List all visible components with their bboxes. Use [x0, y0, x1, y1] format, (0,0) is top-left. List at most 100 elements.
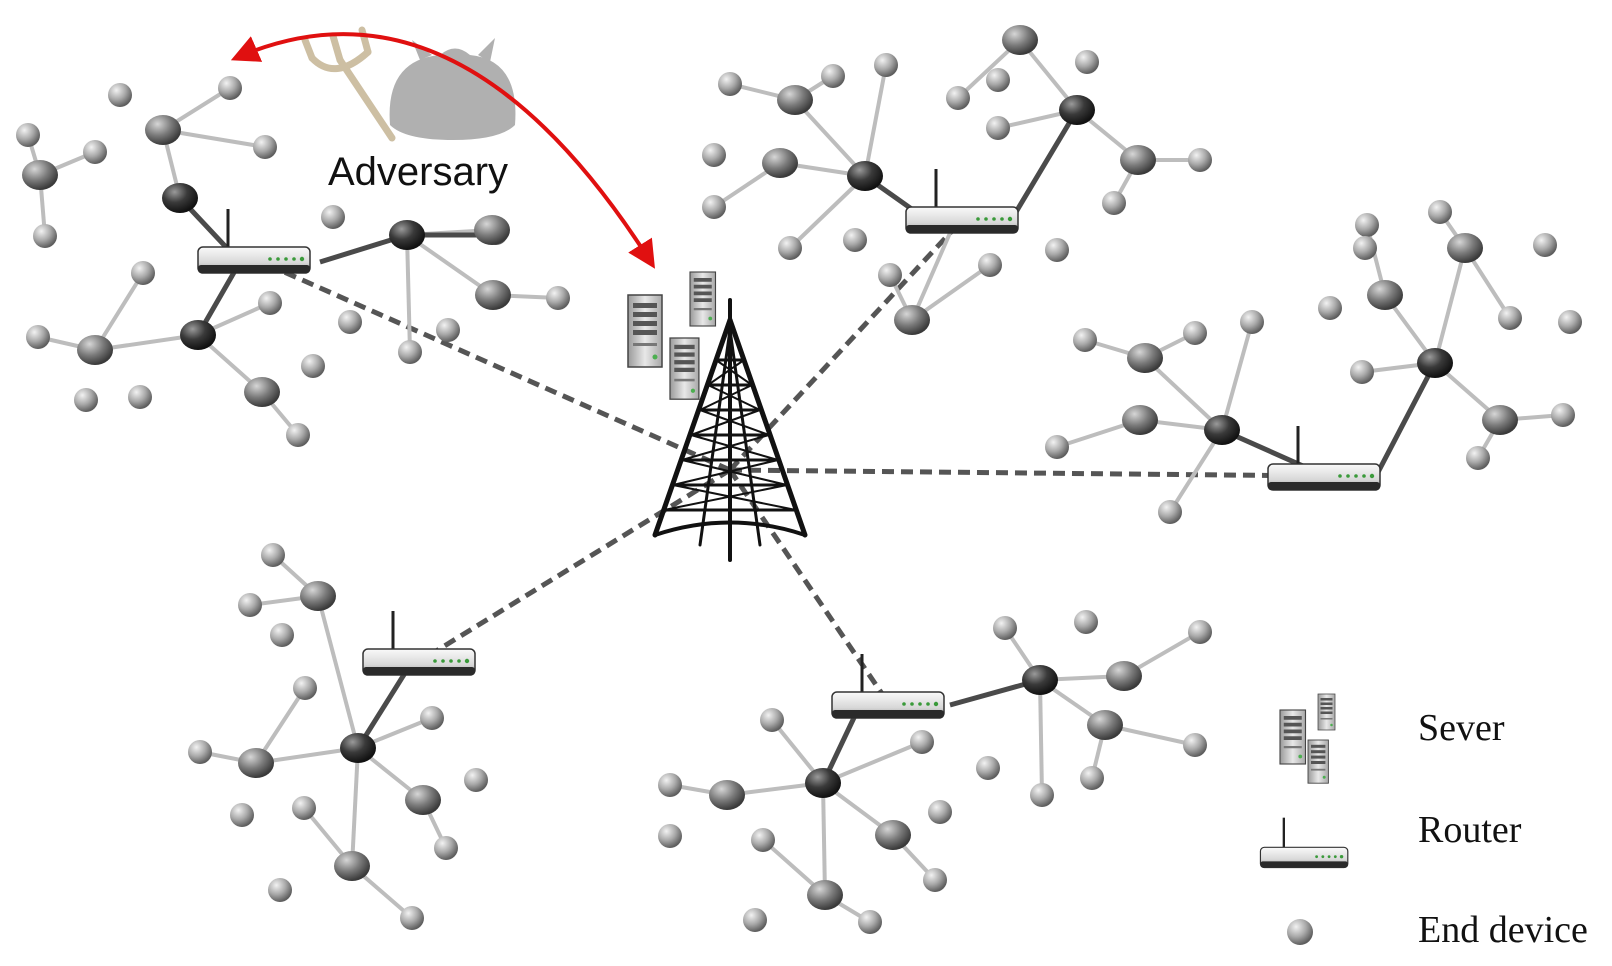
end-device-node [1183, 733, 1207, 757]
end-device-node [843, 228, 867, 252]
end-device-node [261, 543, 285, 567]
end-device-node [188, 740, 212, 764]
end-device-node [26, 325, 50, 349]
end-device-node [702, 195, 726, 219]
end-device-node [83, 140, 107, 164]
hub-device-node [847, 161, 883, 191]
hub-device-node [1482, 405, 1518, 435]
hub-device-node [77, 335, 113, 365]
end-device-node [270, 623, 294, 647]
end-device-node [1498, 306, 1522, 330]
end-device-node [230, 803, 254, 827]
end-device-node [910, 730, 934, 754]
end-device-node [1188, 148, 1212, 172]
device-link [1220, 321, 1254, 431]
end-device-node [1030, 783, 1054, 807]
end-device-node [33, 224, 57, 248]
end-device-node [1355, 213, 1379, 237]
end-device-node [743, 908, 767, 932]
adversary-label: Adversary [328, 150, 508, 194]
hub-device-node [762, 148, 798, 178]
wifi-router-icon [904, 167, 1020, 235]
end-device-node [338, 310, 362, 334]
device-link [822, 740, 923, 785]
hub-device-node [1106, 661, 1142, 691]
hub-device-node [180, 320, 216, 350]
end-device-node [1533, 233, 1557, 257]
end-device-node [1045, 435, 1069, 459]
end-device-node [293, 676, 317, 700]
end-device-node [1353, 236, 1377, 260]
end-device-node [436, 318, 460, 342]
legend-router-icon [1259, 816, 1349, 869]
hub-device-node [405, 785, 441, 815]
hub-device-node [1447, 233, 1483, 263]
device-link [1143, 356, 1224, 432]
device-link [793, 98, 867, 178]
legend-router-label: Router [1418, 809, 1522, 851]
end-device-node [1045, 238, 1069, 262]
end-device-node [546, 286, 570, 310]
end-device-node [928, 800, 952, 824]
end-device-node [702, 143, 726, 167]
hub-device-node [1367, 280, 1403, 310]
end-device-node [658, 773, 682, 797]
hub-device-node [145, 115, 181, 145]
hub-device-node [389, 220, 425, 250]
device-link [821, 782, 827, 896]
end-device-node [1188, 620, 1212, 644]
device-link [863, 64, 888, 177]
end-device-node [464, 768, 488, 792]
end-device-node [108, 83, 132, 107]
hub-device-node [238, 748, 274, 778]
end-device-node [1240, 310, 1264, 334]
end-device-node [946, 86, 970, 110]
router-link [1372, 361, 1438, 480]
end-device-node [1080, 766, 1104, 790]
hub-device-node [709, 780, 745, 810]
end-device-node [978, 253, 1002, 277]
end-device-node [1102, 191, 1126, 215]
hub-device-node [807, 880, 843, 910]
backhaul-link [729, 467, 1326, 479]
router-links [178, 108, 1438, 785]
end-device-node [292, 796, 316, 820]
end-device-node [1466, 446, 1490, 470]
end-device-node [751, 828, 775, 852]
end-device-node [874, 53, 898, 77]
end-device-node [218, 76, 242, 100]
legend-end-device-icon [1287, 919, 1313, 945]
end-device-node [1183, 321, 1207, 345]
end-device-node [434, 836, 458, 860]
end-device-node [1074, 610, 1098, 634]
end-device-node [986, 116, 1010, 140]
end-device-node [993, 616, 1017, 640]
attack-arrow [230, 32, 655, 269]
hub-device-node [1120, 145, 1156, 175]
device-link [1433, 247, 1467, 364]
end-device-node [718, 72, 742, 96]
device-link [405, 234, 412, 353]
device-link [316, 595, 360, 749]
hub-device-node [334, 851, 370, 881]
hub-device-node [1122, 405, 1158, 435]
hub-device-node [894, 305, 930, 335]
backhaul-link [728, 217, 965, 472]
wifi-router-icon [830, 652, 946, 720]
server-cluster-icon [627, 271, 717, 400]
hub-device-node [475, 280, 511, 310]
device-link [788, 174, 867, 250]
backhaul-links [253, 217, 1326, 706]
hub-device-node [244, 377, 280, 407]
end-device-node [74, 388, 98, 412]
hub-device-node [1022, 665, 1058, 695]
end-device-node [1551, 403, 1575, 427]
end-device-node [258, 291, 282, 315]
device-link [1168, 428, 1224, 514]
hub-device-node [875, 820, 911, 850]
wifi-router-icon [361, 609, 477, 677]
end-device-node [128, 385, 152, 409]
end-device-node [1558, 310, 1582, 334]
